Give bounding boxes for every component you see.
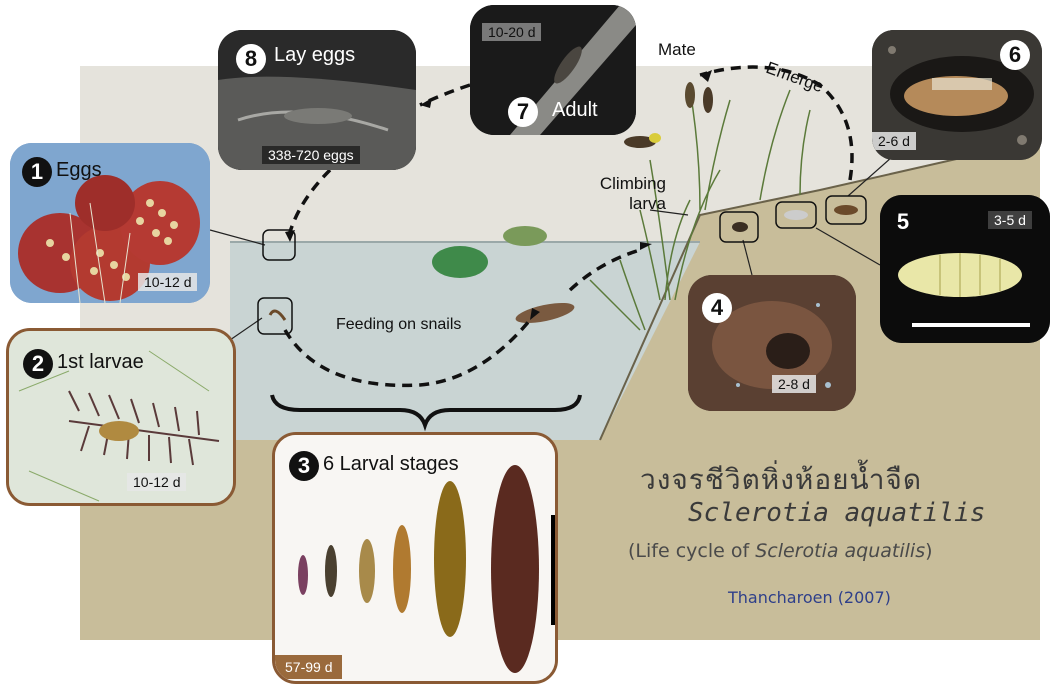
stage-3-panel: 3 6 Larval stages 57-99 d: [272, 432, 558, 684]
stage-5-panel: 5 3-5 d: [880, 195, 1050, 343]
thai-title: วงจรชีวิตหิ่งห้อยน้ำจืด: [640, 458, 922, 502]
stage-3-title: 6 Larval stages: [323, 453, 459, 476]
life-cycle-suffix: ): [925, 540, 932, 562]
stage-8-number: 8: [236, 44, 266, 74]
stage-7-number: 7: [508, 97, 538, 127]
mate-label: Mate: [658, 40, 696, 60]
stage-1-title: Eggs: [56, 159, 102, 182]
stage-4-panel: 4 2-8 d: [688, 275, 856, 411]
stage-1-panel: 1 Eggs 10-12 d: [10, 143, 210, 303]
stage-8-duration: 338-720 eggs: [262, 146, 360, 164]
life-cycle-species: Sclerotia aquatilis: [755, 540, 925, 562]
stage-7-panel: 10-20 d 7 Adult: [470, 5, 636, 135]
stage-5-number: 5: [888, 207, 918, 237]
stage-7-title: Adult: [552, 99, 598, 122]
stage-1-number: 1: [22, 157, 52, 187]
stage-3-duration: 57-99 d: [275, 655, 342, 679]
life-cycle-caption: (Life cycle of Sclerotia aquatilis): [628, 540, 933, 562]
stage-2-duration: 10-12 d: [127, 473, 186, 491]
stage-8-title: Lay eggs: [274, 44, 355, 67]
stage-3-number: 3: [289, 451, 319, 481]
citation: Thancharoen (2007): [728, 588, 891, 607]
stage-2-title: 1st larvae: [57, 351, 144, 374]
stage-1-duration: 10-12 d: [138, 273, 197, 291]
feeding-label: Feeding on snails: [336, 316, 461, 334]
stage-8-panel: 8 Lay eggs 338-720 eggs: [218, 30, 416, 170]
life-cycle-prefix: (Life cycle of: [628, 540, 755, 562]
climbing-larva-label: Climbing larva: [572, 174, 666, 214]
scientific-name: Sclerotia aquatilis: [688, 498, 985, 528]
stage-2-panel: 2 1st larvae 10-12 d: [6, 328, 236, 506]
stage-2-number: 2: [23, 349, 53, 379]
stage-5-duration: 3-5 d: [988, 211, 1032, 229]
stage-6-duration: 2-6 d: [872, 132, 916, 150]
stage-6-number: 6: [1000, 40, 1030, 70]
stage-4-duration: 2-8 d: [772, 375, 816, 393]
stage-7-duration: 10-20 d: [482, 23, 541, 41]
stage-4-number: 4: [702, 293, 732, 323]
stage-6-panel: 6 2-6 d: [872, 30, 1042, 160]
